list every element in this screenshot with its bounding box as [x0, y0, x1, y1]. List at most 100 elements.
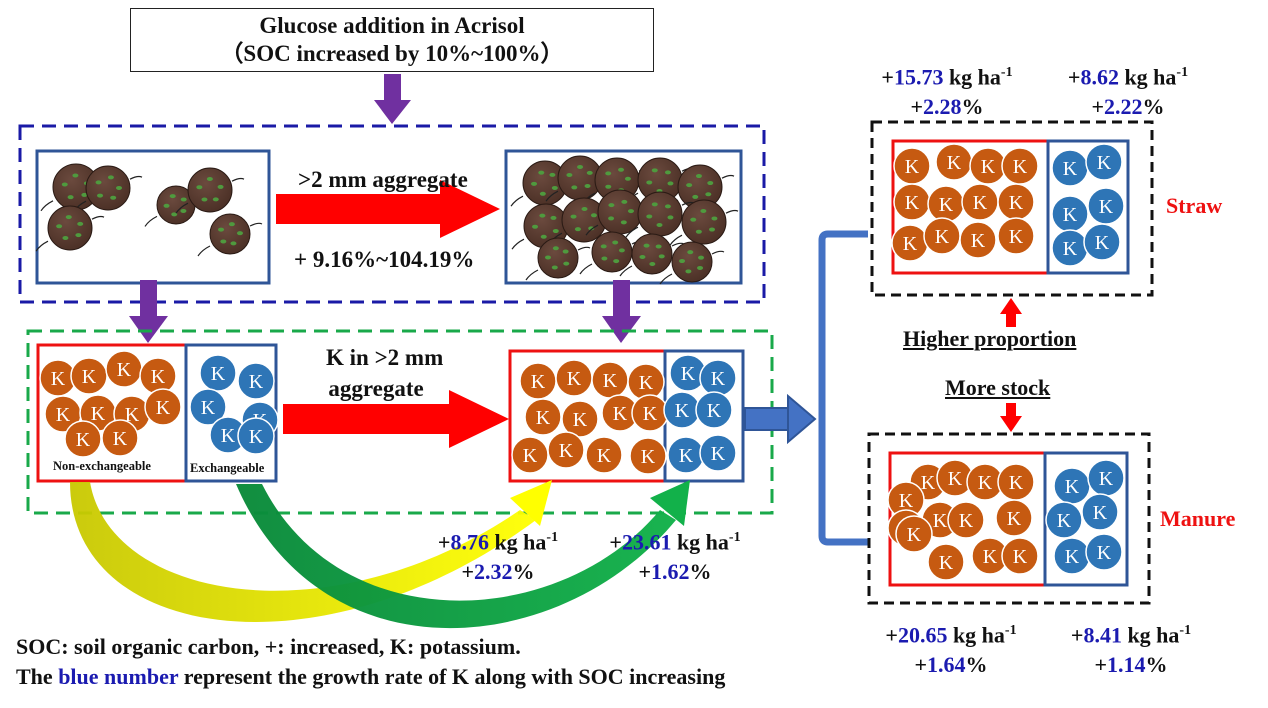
k-letter: K — [573, 409, 588, 431]
k-letter: K — [125, 404, 140, 426]
microbe-dot — [707, 181, 714, 186]
k-letter: K — [76, 429, 91, 451]
microbe-dot — [56, 224, 63, 229]
k-letter: K — [559, 440, 574, 462]
straw-dashed-frame — [870, 120, 1154, 297]
microbe-dot — [581, 207, 588, 212]
microbe-dot — [77, 221, 84, 226]
microbe-dot — [110, 195, 117, 200]
microbe-dot — [651, 202, 658, 207]
root-hair — [197, 222, 263, 257]
soil-aggregate — [597, 189, 643, 235]
microbe-dot — [697, 265, 704, 270]
microbe-dot — [61, 182, 68, 187]
k-letter: K — [1097, 542, 1112, 564]
microbe-dot — [685, 269, 692, 274]
microbe-dot — [588, 226, 595, 231]
microbe-dot — [551, 185, 558, 190]
k-letter: K — [907, 524, 922, 546]
footer-line-2: The blue number represent the growth rat… — [16, 664, 726, 689]
microbe-dot — [613, 259, 620, 264]
k-label-line1: K in >2 mm — [326, 345, 444, 370]
microbe-dot — [540, 234, 547, 239]
microbe-dot — [65, 215, 72, 220]
microbe-dot — [570, 214, 577, 219]
k-particle-exchangeable — [189, 388, 227, 426]
aggregate-increase: + 9.16%~104.19% — [294, 247, 475, 272]
purple-arrow-down-left — [129, 280, 168, 343]
k-letter: K — [639, 372, 654, 394]
microbe-dot — [67, 195, 74, 200]
microbe-dot — [618, 167, 625, 172]
microbe-dot — [664, 170, 671, 175]
k-particle-non-exchangeable — [144, 388, 182, 426]
more-stock-label: More stock — [945, 375, 1051, 400]
k-particle-non-exchangeable — [524, 398, 562, 436]
k-letter: K — [117, 359, 132, 381]
k-letter: K — [1009, 226, 1024, 248]
microbe-dot — [687, 250, 694, 255]
microbe-dot — [163, 203, 170, 208]
microbe-dot — [695, 174, 702, 179]
k-letter: K — [221, 425, 236, 447]
microbe-dot — [566, 173, 573, 178]
k-particle-exchangeable — [237, 417, 275, 455]
microbe-dot — [552, 229, 559, 234]
k-letter: K — [249, 371, 264, 393]
k-letter: K — [91, 403, 106, 425]
k-particle-non-exchangeable — [947, 501, 985, 539]
k-particle-non-exchangeable — [997, 217, 1035, 255]
microbe-dot — [612, 240, 619, 245]
red-arrow-down-small — [1000, 403, 1022, 432]
microbe-dot — [228, 222, 235, 227]
soil-aggregate — [187, 167, 233, 213]
footer-blue-number: blue number — [58, 664, 179, 689]
microbe-dot — [169, 194, 176, 199]
k-particle-non-exchangeable — [561, 400, 599, 438]
soil-particles-right — [510, 155, 739, 285]
k-letter: K — [603, 370, 618, 392]
k-letter: K — [921, 472, 936, 494]
microbe-dot — [646, 214, 653, 219]
soil-particles-left — [35, 163, 263, 257]
k-letter: K — [1063, 204, 1078, 226]
root-hair — [525, 246, 591, 281]
microbe-dot — [618, 248, 625, 253]
microbe-dot — [551, 265, 558, 270]
k-letter: K — [679, 445, 694, 467]
k-letter: K — [1065, 476, 1080, 498]
microbe-dot — [532, 224, 539, 229]
title-line-2: （SOC increased by 10%~100%） — [220, 41, 564, 66]
microbe-dot — [180, 208, 187, 213]
microbe-dot — [620, 220, 627, 225]
k-letter: K — [981, 156, 996, 178]
manure-left-values: +20.65 kg ha-1 +1.64% — [885, 622, 1017, 678]
manure-label: Manure — [1160, 506, 1236, 531]
k-letter: K — [211, 363, 226, 385]
soil-aggregate — [671, 241, 713, 283]
microbe-dot — [708, 227, 715, 232]
k-letter: K — [1007, 508, 1022, 530]
k-particle-exchangeable — [237, 362, 275, 400]
k-dashed-frame — [26, 329, 774, 515]
k-particle-non-exchangeable — [101, 419, 139, 457]
k-particle-non-exchangeable — [959, 221, 997, 259]
k-particle-exchangeable — [1081, 493, 1119, 531]
microbe-dot — [608, 216, 615, 221]
k-letter: K — [973, 192, 988, 214]
k-letter: K — [905, 192, 920, 214]
k-letter: K — [935, 226, 950, 248]
k-letter: K — [983, 546, 998, 568]
microbe-dot — [236, 231, 243, 236]
microbe-dot — [180, 197, 187, 202]
microbe-dot — [230, 241, 237, 246]
root-hair — [35, 215, 105, 252]
soil-aggregate — [537, 237, 579, 279]
bracket-connector — [818, 230, 868, 546]
k-letter: K — [613, 403, 628, 425]
title-box: Glucose addition in Acrisol （SOC increas… — [130, 8, 654, 72]
yellow-curve-arrow — [70, 480, 552, 623]
k-particle-non-exchangeable — [64, 420, 102, 458]
k-particle-non-exchangeable — [1001, 537, 1039, 575]
